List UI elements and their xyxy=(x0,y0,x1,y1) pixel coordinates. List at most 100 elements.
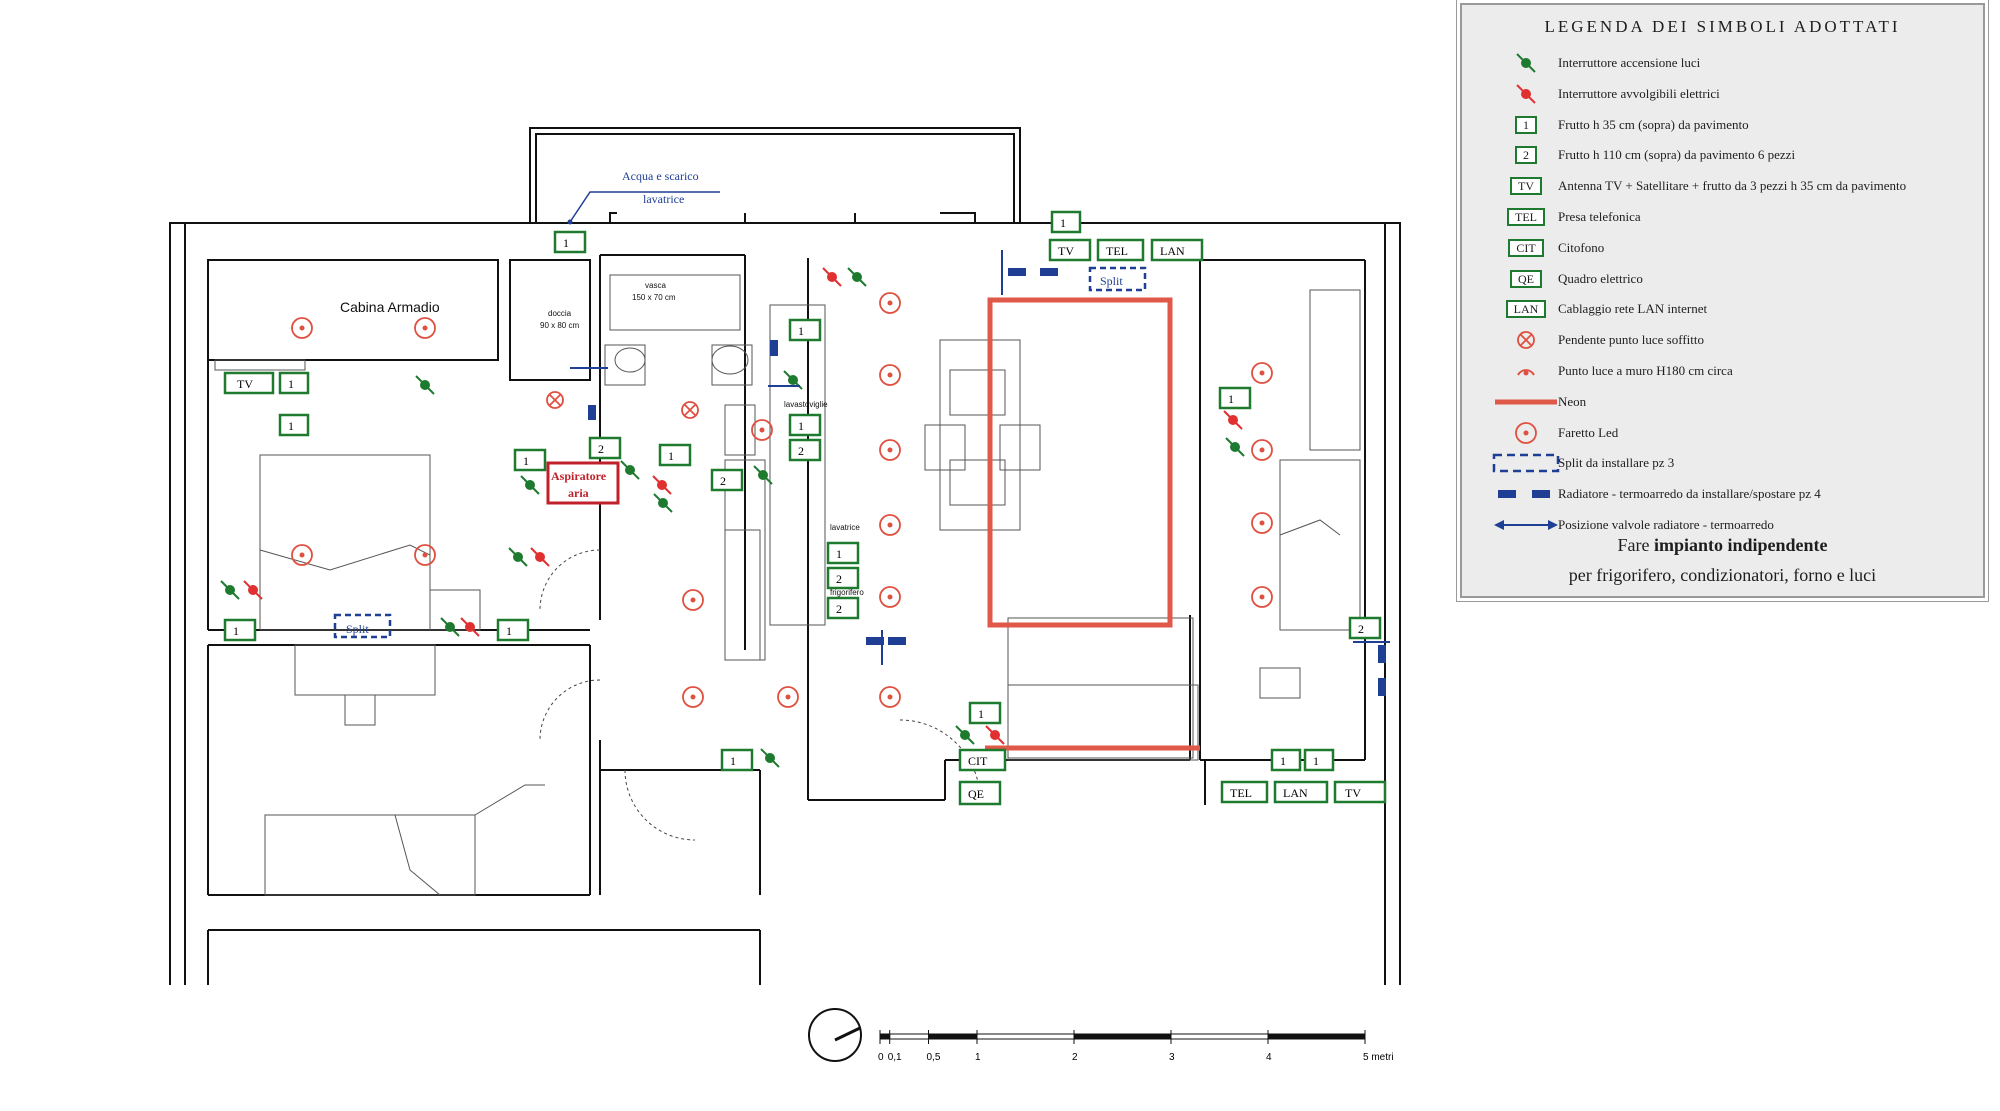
legend-row: Radiatore - termoarredo da installare/sp… xyxy=(1462,480,1983,508)
valve-arrows xyxy=(570,250,1390,665)
legend-label: Faretto Led xyxy=(1558,424,1619,440)
legend-row: Neon xyxy=(1462,388,1983,416)
box-tv-living: TV xyxy=(1058,244,1074,258)
frigorifero-label: frigorifero xyxy=(830,588,864,597)
aspiratore-label-1: Aspiratore xyxy=(551,469,607,483)
legend-row: Pendente punto luce soffitto xyxy=(1462,326,1983,354)
legend-symbol-radiator xyxy=(1490,480,1562,508)
furniture xyxy=(214,274,1361,896)
floor-plan: Cabina Armadio doccia 90 x 80 cm vasca 1… xyxy=(169,127,1401,1063)
legend-row: Faretto Led xyxy=(1462,419,1983,447)
scale-segment xyxy=(1170,1033,1269,1040)
legend-label: Radiatore - termoarredo da installare/sp… xyxy=(1558,486,1821,502)
box-1-kitchen-a: 1 xyxy=(798,324,804,338)
box-qe: QE xyxy=(968,787,984,801)
legend-row: 1 Frutto h 35 cm (sopra) da pavimento xyxy=(1462,111,1983,139)
box-1-bedroom-c: 1 xyxy=(233,624,239,638)
box-1-entry: 1 xyxy=(978,707,984,721)
box-lan-living: LAN xyxy=(1160,244,1185,258)
box-tv-bedroom: TV xyxy=(237,377,253,391)
legend-panel: LEGENDA DEI SIMBOLI ADOTTATI Interruttor… xyxy=(1456,0,1989,602)
legend-row: Split da installare pz 3 xyxy=(1462,449,1983,477)
legend-note-line1: Fare impianto indipendente xyxy=(1462,535,1983,556)
acqua-label-2: lavatrice xyxy=(643,192,684,206)
legend-symbol-valve xyxy=(1490,511,1562,539)
box-1-kitchen-c: 1 xyxy=(836,547,842,561)
legend-symbol-box: 1 xyxy=(1490,111,1562,139)
legend-row: TEL Presa telefonica xyxy=(1462,203,1983,231)
legend-label: Frutto h 35 cm (sopra) da pavimento xyxy=(1558,116,1749,132)
neon-lights xyxy=(985,297,1200,751)
legend-symbol-wall-light xyxy=(1490,357,1562,385)
scale-label: 5 metri xyxy=(1363,1052,1394,1063)
box-1-hall: 1 xyxy=(730,754,736,768)
legend-box-lan: LAN xyxy=(1505,300,1547,319)
legend-label: Antenna TV + Satellitare + frutto da 3 p… xyxy=(1558,178,1907,194)
box-1-bedroom-d: 1 xyxy=(506,624,512,638)
box-1-kitchen-b: 1 xyxy=(798,419,804,433)
acqua-point xyxy=(567,219,573,225)
legend-note-line2: per frigorifero, condizionatori, forno e… xyxy=(1568,565,1877,585)
scale-segment xyxy=(1267,1033,1366,1040)
scale-label: 1 xyxy=(975,1052,981,1063)
north-arrow xyxy=(808,1008,862,1062)
scale-label: 0,1 xyxy=(888,1052,902,1063)
scale-segment xyxy=(879,1033,891,1040)
legend-label: Pendente punto luce soffitto xyxy=(1558,332,1704,348)
legend-symbol-box: CIT xyxy=(1490,234,1562,262)
box-1-bedroom-a: 1 xyxy=(288,377,294,391)
aspiratore-box xyxy=(546,461,620,505)
scale-label: 0 xyxy=(878,1052,884,1063)
outlet-boxes xyxy=(223,210,1387,806)
box-2-bath: 2 xyxy=(598,442,604,456)
legend-title: LEGENDA DEI SIMBOLI ADOTTATI xyxy=(1544,17,1901,36)
light-switches xyxy=(220,267,1245,768)
scale-segment xyxy=(1073,1033,1172,1040)
legend-box-1: 1 xyxy=(1515,115,1537,134)
doccia-size-label: 90 x 80 cm xyxy=(540,321,579,330)
box-2-right: 2 xyxy=(1358,622,1364,636)
walls xyxy=(169,127,1401,985)
legend-box-tel: TEL xyxy=(1507,208,1545,226)
lavastoviglie-label: lavastoviglie xyxy=(784,400,828,409)
legend-symbol-split xyxy=(1490,449,1562,477)
legend-label: Citofono xyxy=(1558,239,1605,255)
legend-symbol-box: TEL xyxy=(1490,203,1562,231)
legend-symbol-led xyxy=(1490,419,1562,447)
scale-label: 0,5 xyxy=(927,1052,941,1063)
shutter-switches xyxy=(243,267,1243,745)
legend-box-2: 2 xyxy=(1515,146,1537,165)
box-tv-right: TV xyxy=(1345,786,1361,800)
acqua-label-1: Acqua e scarico xyxy=(622,169,699,183)
box-lan-right: LAN xyxy=(1283,786,1308,800)
legend-row: Interruttore avvolgibili elettrici xyxy=(1462,80,1983,108)
box-1-living: 1 xyxy=(1060,216,1066,230)
legend-symbol-neon xyxy=(1490,388,1562,416)
scale-segment xyxy=(976,1033,1075,1040)
box-2-kitchen-c: 2 xyxy=(836,602,842,616)
box-1-right-b: 1 xyxy=(1280,754,1286,768)
radiators xyxy=(588,268,1386,696)
legend-symbol-box: TV xyxy=(1490,172,1562,200)
legend-label: Quadro elettrico xyxy=(1558,270,1643,286)
box-2-hall: 2 xyxy=(720,474,726,488)
scale-label: 2 xyxy=(1072,1052,1078,1063)
legend-box-tv: TV xyxy=(1510,177,1542,196)
box-tel-right: TEL xyxy=(1230,786,1252,800)
legend-symbol-switch-light xyxy=(1490,49,1562,77)
legend-label: Interruttore accensione luci xyxy=(1558,55,1701,70)
legend-note-prefix: Fare xyxy=(1617,535,1654,555)
legend-row: Punto luce a muro H180 cm circa xyxy=(1462,357,1983,385)
legend-label: Presa telefonica xyxy=(1558,209,1641,224)
legend-symbol-box: 2 xyxy=(1490,141,1562,169)
legend-symbol-box: QE xyxy=(1490,265,1562,293)
vasca-size-label: 150 x 70 cm xyxy=(632,293,676,302)
legend-symbol-switch-shutter xyxy=(1490,80,1562,108)
box-1-right-c: 1 xyxy=(1313,754,1319,768)
legend-row: Posizione valvole radiatore - termoarred… xyxy=(1462,511,1983,539)
aspiratore-label-2: aria xyxy=(568,486,589,500)
